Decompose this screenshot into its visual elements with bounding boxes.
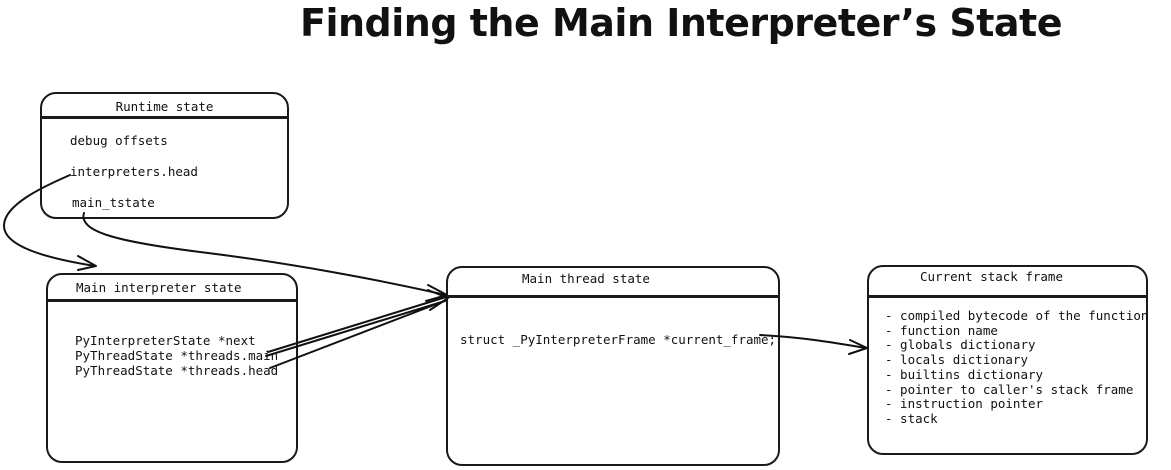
arrowhead-current-frame xyxy=(848,339,868,355)
stack-frame-box: Current stack frame - compiled bytecode … xyxy=(867,265,1148,455)
list-item: - compiled bytecode of the function xyxy=(885,308,1149,323)
list-item: - instruction pointer xyxy=(885,396,1044,412)
arrow-interpreters-head xyxy=(2,174,96,267)
list-item: - function name xyxy=(885,322,998,338)
list-item: - stack xyxy=(885,410,938,426)
list-item: - globals dictionary xyxy=(885,337,1036,353)
thread-field-current-frame: struct _PyInterpreterFrame *current_fram… xyxy=(460,332,777,347)
arrow-threads-head xyxy=(269,299,448,369)
arrowhead-main-tstate xyxy=(425,284,448,302)
interp-field-threads-head: PyThreadState *threads.head xyxy=(75,363,279,378)
runtime-state-box: Runtime state debug offsets interpreters… xyxy=(40,92,289,219)
arrowhead-threads xyxy=(427,289,449,311)
list-item: - locals dictionary xyxy=(885,352,1028,368)
runtime-field-interpreters-head: interpreters.head xyxy=(70,164,198,179)
interp-field-threads-main: PyThreadState *threads.main xyxy=(75,348,279,363)
interpreter-state-header: Main interpreter state xyxy=(48,275,296,302)
page-title: Finding the Main Interpreter’s State xyxy=(300,1,1062,45)
arrow-main-tstate xyxy=(82,212,447,296)
thread-state-box: Main thread state struct _PyInterpreterF… xyxy=(446,266,780,466)
list-item: - pointer to caller's stack frame xyxy=(885,381,1134,397)
arrow-current-frame xyxy=(759,334,867,349)
interp-field-next: PyInterpreterState *next xyxy=(75,333,256,348)
list-item: - builtins dictionary xyxy=(885,366,1044,382)
runtime-field-debug-offsets: debug offsets xyxy=(70,133,168,148)
runtime-state-header: Runtime state xyxy=(42,94,287,119)
interpreter-state-box: Main interpreter state PyInterpreterStat… xyxy=(46,273,298,463)
arrowhead-interpreters-head xyxy=(77,255,97,271)
runtime-field-main-tstate: main_tstate xyxy=(72,195,155,210)
arrow-threads-main xyxy=(267,296,447,353)
thread-state-header: Main thread state xyxy=(448,268,778,298)
stack-frame-list: - compiled bytecode of the function - fu… xyxy=(885,308,1149,427)
stack-frame-header: Current stack frame xyxy=(869,267,1146,298)
arrow-threads-main-double xyxy=(265,300,446,357)
